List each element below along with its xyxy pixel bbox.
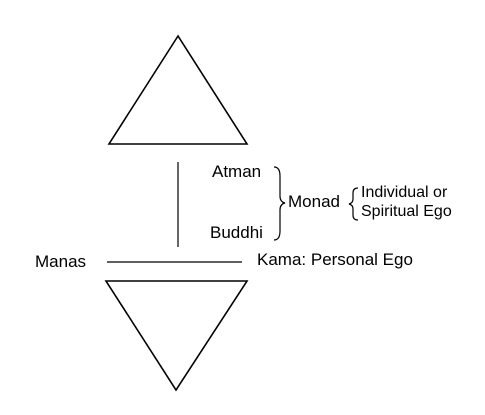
- right-brace-atman-buddhi: [273, 166, 286, 241]
- lower-triangle: [104, 280, 249, 392]
- monad-label: Monad: [288, 192, 340, 211]
- kama-label: Kama: Personal Ego: [257, 250, 413, 269]
- atman-label: Atman: [212, 162, 262, 181]
- individual-ego-label-line1: Individual or: [361, 184, 448, 201]
- manas-label: Manas: [35, 252, 87, 271]
- left-brace-individual: [348, 187, 359, 221]
- upper-triangle: [107, 34, 249, 145]
- buddhi-label: Buddhi: [210, 223, 263, 242]
- individual-ego-label-line2: Spiritual Ego: [361, 203, 452, 220]
